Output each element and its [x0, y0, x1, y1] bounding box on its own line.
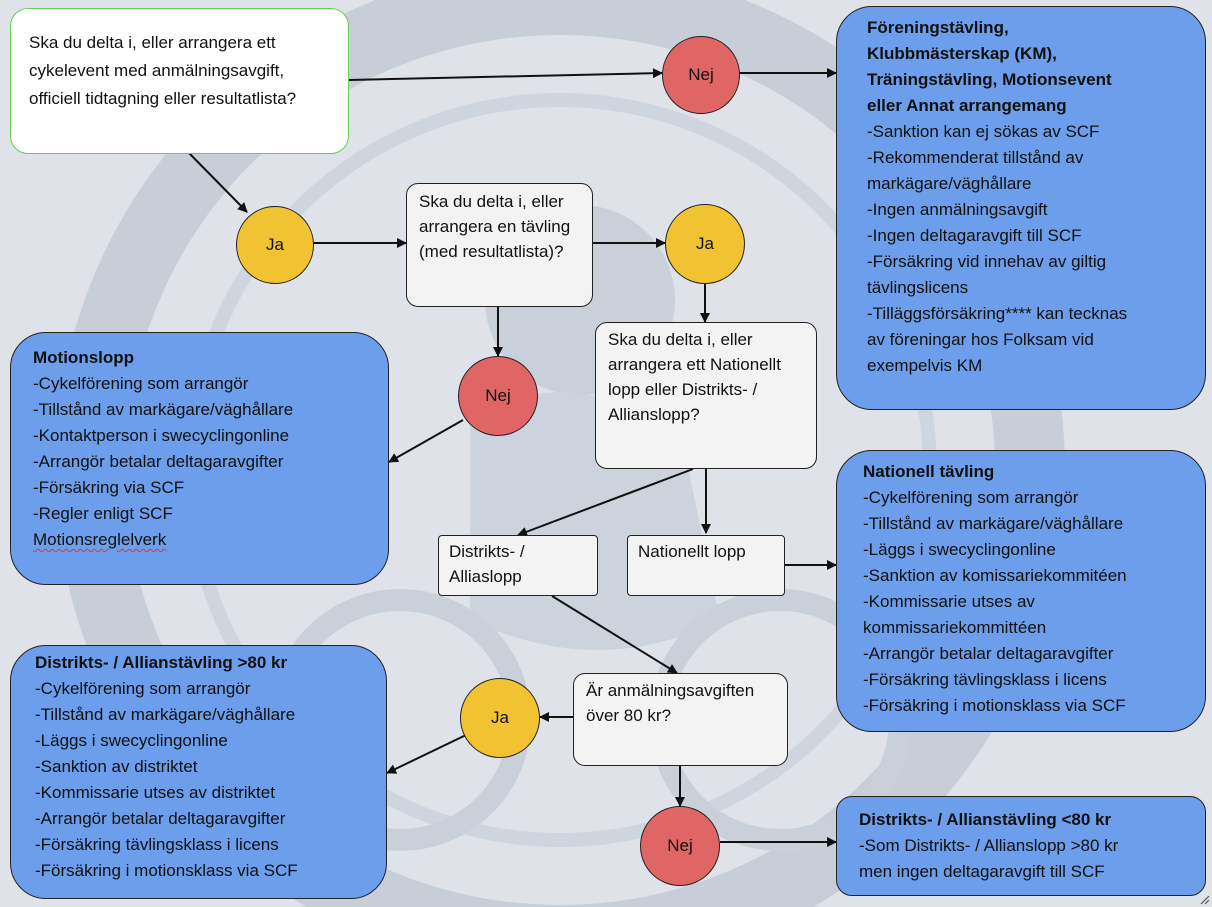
start-question-text: Ska du delta i, eller arrangera ett cyke…: [29, 33, 297, 108]
arrow-nej-to-motionslopp: [388, 419, 464, 463]
distrikt-under-line-2: men ingen deltagaravgift till SCF: [859, 862, 1105, 881]
question-avgift-text: Är anmälningsavgiften över 80 kr?: [586, 681, 755, 725]
nationell-line-9: -Försäkring i motionsklass via SCF: [863, 696, 1126, 715]
nationell-line-4: -Sanktion av komissariekommitéen: [863, 566, 1127, 585]
motionslopp-line-5: -Försäkring via SCF: [33, 478, 185, 497]
question-tavling-box: Ska du delta i, eller arrangera en tävli…: [406, 183, 593, 307]
forening-title-line-1: Föreningstävling,: [867, 18, 1009, 37]
motionslopp-line-3: -Kontaktperson i swecyclingonline: [33, 426, 290, 445]
nej-label-2: Nej: [485, 386, 511, 405]
forening-line-2: -Rekommenderat tillstånd av: [867, 148, 1084, 167]
nationell-line-7: -Arrangör betalar deltagaravgifter: [863, 644, 1114, 663]
distrikt-under-80-box: Distrikts- / Allianstävling <80 kr -Som …: [836, 796, 1206, 896]
ja-label-3: Ja: [491, 708, 509, 727]
distrikt-over-line-2: -Tillstånd av markägare/väghållare: [35, 705, 296, 724]
nationell-box: Nationell tävling -Cykelförening som arr…: [836, 450, 1206, 732]
distrikt-over-line-7: -Försäkring tävlingsklass i licens: [35, 835, 279, 854]
ja-circle-3: Ja: [460, 678, 540, 758]
distrikt-over-line-1: -Cykelförening som arrangör: [35, 679, 251, 698]
motionslopp-line-7: Motionsreglelverk: [33, 530, 167, 549]
arrow-distrikt-to-q-avgift: [551, 595, 678, 674]
nej-label-1: Nej: [688, 65, 714, 84]
distrikt-over-title: Distrikts- / Allianstävling >80 kr: [35, 653, 288, 672]
nationell-line-1: -Cykelförening som arrangör: [863, 488, 1079, 507]
distrikt-under-title: Distrikts- / Allianstävling <80 kr: [859, 810, 1112, 829]
option-distrikt-text: Distrikts- / Alliaslopp: [449, 542, 525, 586]
forening-line-6: -Försäkring vid innehav av giltig: [867, 252, 1107, 271]
nationell-title: Nationell tävling: [863, 462, 995, 481]
ja-circle-1: Ja: [236, 206, 314, 284]
arrow-start-to-nej: [348, 68, 663, 81]
forening-line-1: -Sanktion kan ej sökas av SCF: [867, 122, 1100, 141]
nationell-line-5: -Kommissarie utses av: [863, 592, 1035, 611]
arrow-start-to-ja: [187, 151, 248, 213]
forening-title-line-2: Klubbmästerskap (KM),: [867, 44, 1057, 63]
distrikt-over-line-8: -Försäkring i motionsklass via SCF: [35, 861, 298, 880]
forening-title-line-4: eller Annat arrangemang: [867, 96, 1067, 115]
ja-label-1: Ja: [266, 235, 284, 254]
forening-line-4: -Ingen anmälningsavgift: [867, 200, 1048, 219]
nationell-line-2: -Tillstånd av markägare/väghållare: [863, 514, 1124, 533]
option-nationellt-text: Nationellt lopp: [638, 542, 746, 561]
forening-line-5: -Ingen deltagaravgift till SCF: [867, 226, 1082, 245]
nej-circle-2: Nej: [458, 356, 538, 436]
forening-line-9: av föreningar hos Folksam vid: [867, 330, 1094, 349]
distrikt-over-line-5: -Kommissarie utses av distriktet: [35, 783, 275, 802]
nej-label-3: Nej: [667, 836, 693, 855]
ja-circle-2: Ja: [665, 204, 745, 284]
nej-circle-1: Nej: [662, 36, 740, 114]
motionslopp-line-6: -Regler enligt SCF: [33, 504, 173, 523]
option-distrikt-box: Distrikts- / Alliaslopp: [438, 535, 598, 596]
motionslopp-title: Motionslopp: [33, 348, 135, 367]
nej-circle-3: Nej: [640, 806, 720, 886]
question-tavling-text: Ska du delta i, eller arrangera en tävli…: [419, 192, 571, 261]
forening-title-line-3: Träningstävling, Motionsevent: [867, 70, 1112, 89]
nationell-line-3: -Läggs i swecyclingonline: [863, 540, 1056, 559]
motionslopp-line-1: -Cykelförening som arrangör: [33, 374, 249, 393]
forening-line-7: tävlingslicens: [867, 278, 969, 297]
question-nationellt-text: Ska du delta i, eller arrangera ett Nati…: [608, 330, 781, 424]
distrikt-over-80-box: Distrikts- / Allianstävling >80 kr -Cyke…: [10, 645, 387, 899]
distrikt-over-line-6: -Arrangör betalar deltagaravgifter: [35, 809, 286, 828]
forening-box: Föreningstävling, Klubbmästerskap (KM), …: [836, 6, 1206, 410]
distrikt-under-line-1: -Som Distrikts- / Allianslopp >80 kr: [859, 836, 1119, 855]
nationell-line-6: kommissariekommittéen: [863, 618, 1047, 637]
motionslopp-line-2: -Tillstånd av markägare/väghållare: [33, 400, 294, 419]
question-nationellt-box: Ska du delta i, eller arrangera ett Nati…: [595, 322, 817, 469]
ja-label-2: Ja: [696, 234, 714, 253]
arrow-ja-to-distrikt-over: [386, 734, 467, 774]
forening-line-8: -Tilläggsförsäkring**** kan tecknas: [867, 304, 1128, 323]
motionslopp-box: Motionslopp -Cykelförening som arrangör …: [10, 332, 389, 585]
distrikt-over-line-4: -Sanktion av distriktet: [35, 757, 198, 776]
distrikt-over-line-3: -Läggs i swecyclingonline: [35, 731, 228, 750]
forening-line-3: markägare/väghållare: [867, 174, 1032, 193]
resize-grip-icon[interactable]: [1198, 893, 1210, 905]
start-question-box: Ska du delta i, eller arrangera ett cyke…: [10, 8, 349, 154]
arrow-q-nationellt-to-distrikt: [517, 468, 694, 537]
motionslopp-line-4: -Arrangör betalar deltagaravgifter: [33, 452, 284, 471]
option-nationellt-box: Nationellt lopp: [627, 535, 785, 596]
forening-line-10: exempelvis KM: [867, 356, 983, 375]
question-avgift-box: Är anmälningsavgiften över 80 kr?: [573, 673, 788, 766]
nationell-line-8: -Försäkring tävlingsklass i licens: [863, 670, 1107, 689]
